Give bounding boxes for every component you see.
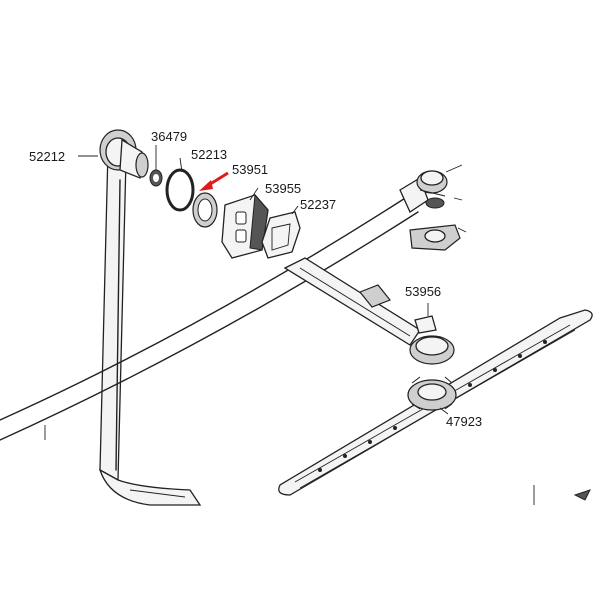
- vertical-supply-tube: [98, 129, 202, 506]
- part-53955-block: [221, 193, 269, 259]
- label-52212: 52212: [29, 149, 65, 164]
- support-arm: [283, 257, 421, 346]
- label-52213: 52213: [191, 147, 227, 162]
- part-47923-spray-arm: [278, 309, 593, 496]
- lower-hub: [409, 335, 455, 365]
- tube-connector: [119, 138, 149, 179]
- label-52237: 52237: [300, 197, 336, 212]
- part-36479-ring: [149, 169, 163, 187]
- highlight-arrow: [199, 171, 229, 191]
- part-53951-nut: [192, 192, 218, 228]
- label-53955: 53955: [265, 181, 301, 196]
- part-53956-clip: [414, 315, 437, 334]
- part-52237-seal: [261, 211, 301, 259]
- label-47923: 47923: [446, 414, 482, 429]
- top-hub: [416, 164, 463, 209]
- part-52213-gasket: [165, 168, 195, 212]
- label-53951: 53951: [232, 162, 268, 177]
- corner-markers: [44, 425, 591, 505]
- label-53956: 53956: [405, 284, 441, 299]
- label-36479: 36479: [151, 129, 187, 144]
- mid-hub: [409, 197, 467, 251]
- leader-lines: [78, 145, 449, 415]
